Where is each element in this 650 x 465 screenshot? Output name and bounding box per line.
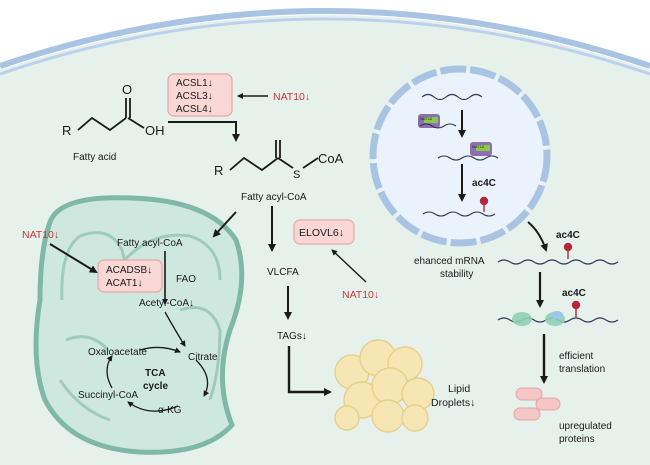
mrna-strand-2-with-ribosomes (497, 300, 619, 326)
chem-oh-label: OH (145, 123, 165, 138)
fatty-acyl-coa-structure: R S CoA (214, 140, 344, 181)
acyl-coa-to-mito-arrow (212, 211, 237, 238)
nat10-mid-label: NAT10↓ (342, 289, 379, 301)
tca-cycle (106, 311, 210, 412)
mito-fatty-acyl-coa-label: Fatty acyl-CoA (117, 238, 183, 249)
nat10-chip-label-2: NAT10 (472, 144, 485, 149)
tca-label: TCA (145, 368, 166, 379)
fatty-acid-structure: R O OH (62, 82, 165, 138)
oxaloacetate-label: Oxaloacetate (88, 347, 147, 358)
acadsb-enzyme-box: ACADSB↓ ACAT1↓ (97, 259, 163, 293)
mitochondrion (33, 195, 245, 455)
chem-r-label: R (62, 123, 71, 138)
chem-o-label: O (122, 82, 132, 97)
ac4c-cyto1-label: ac4C (556, 230, 580, 241)
elovl6-label: ELOVL6↓ (299, 227, 344, 239)
fatty-acid-conversion-arrow (168, 121, 240, 142)
chem-coa-label: CoA (318, 151, 344, 166)
nucleus: NAT10 NAT10 (369, 65, 551, 247)
proteins-label: upregulated (559, 421, 612, 432)
acsl-enzyme-box: ACSL1↓ ACSL3↓ ACSL4↓ (167, 73, 233, 117)
lipid-label: Lipid (448, 383, 470, 395)
lipid-droplets-icon (334, 339, 435, 433)
tca-cycle-label: cycle (143, 381, 168, 392)
akg-label: α-KG (158, 405, 182, 416)
nat10-to-acadsb-arrow (49, 243, 98, 274)
tags-to-lipid-arrow (287, 346, 332, 396)
translation-label-2: translation (559, 364, 605, 375)
proteins-icon (513, 387, 561, 421)
acsl3-label: ACSL3↓ (176, 91, 213, 102)
fatty-acyl-coa-label: Fatty acyl-CoA (241, 192, 307, 203)
elovl6-enzyme-box: ELOVL6↓ (293, 219, 355, 245)
acsl4-label: ACSL4↓ (176, 104, 213, 115)
acat1-label: ACAT1↓ (106, 278, 143, 289)
acetyl-coa-label: Acetyl-CoA↓ (139, 298, 194, 309)
chem-s-label: S (293, 169, 300, 181)
proteins-label-2: proteins (559, 434, 595, 445)
acadsb-label: ACADSB↓ (106, 265, 152, 276)
translation-label: efficient (559, 351, 594, 362)
vlcfa-label: VLCFA (267, 267, 299, 278)
acsl1-label: ACSL1↓ (176, 78, 213, 89)
fao-label: FAO (176, 274, 196, 285)
ac4c-cyto2-label: ac4C (562, 288, 586, 299)
succinyl-coa-label: Succinyl-CoA (78, 390, 138, 401)
ac4c-nucleus-label: ac4C (472, 178, 496, 189)
droplets-label: Droplets↓ (431, 397, 475, 409)
nat10-left-label: NAT10↓ (22, 229, 59, 241)
nat10-top-label: NAT10↓ (273, 91, 310, 103)
mrna-stability-label: ehanced mRNA (414, 256, 485, 267)
citrate-label: Citrate (188, 352, 218, 363)
export-arrow (527, 221, 548, 252)
nat10-chip-label-1: NAT10 (420, 116, 433, 121)
mrna-stability-label-2: stability (440, 269, 473, 280)
nat10-to-elovl6-arrow (331, 249, 367, 283)
mrna-strand-1 (497, 242, 619, 265)
fatty-acid-label: Fatty acid (73, 152, 116, 163)
tags-label: TAGs↓ (277, 331, 307, 342)
chem-r2-label: R (214, 163, 223, 178)
